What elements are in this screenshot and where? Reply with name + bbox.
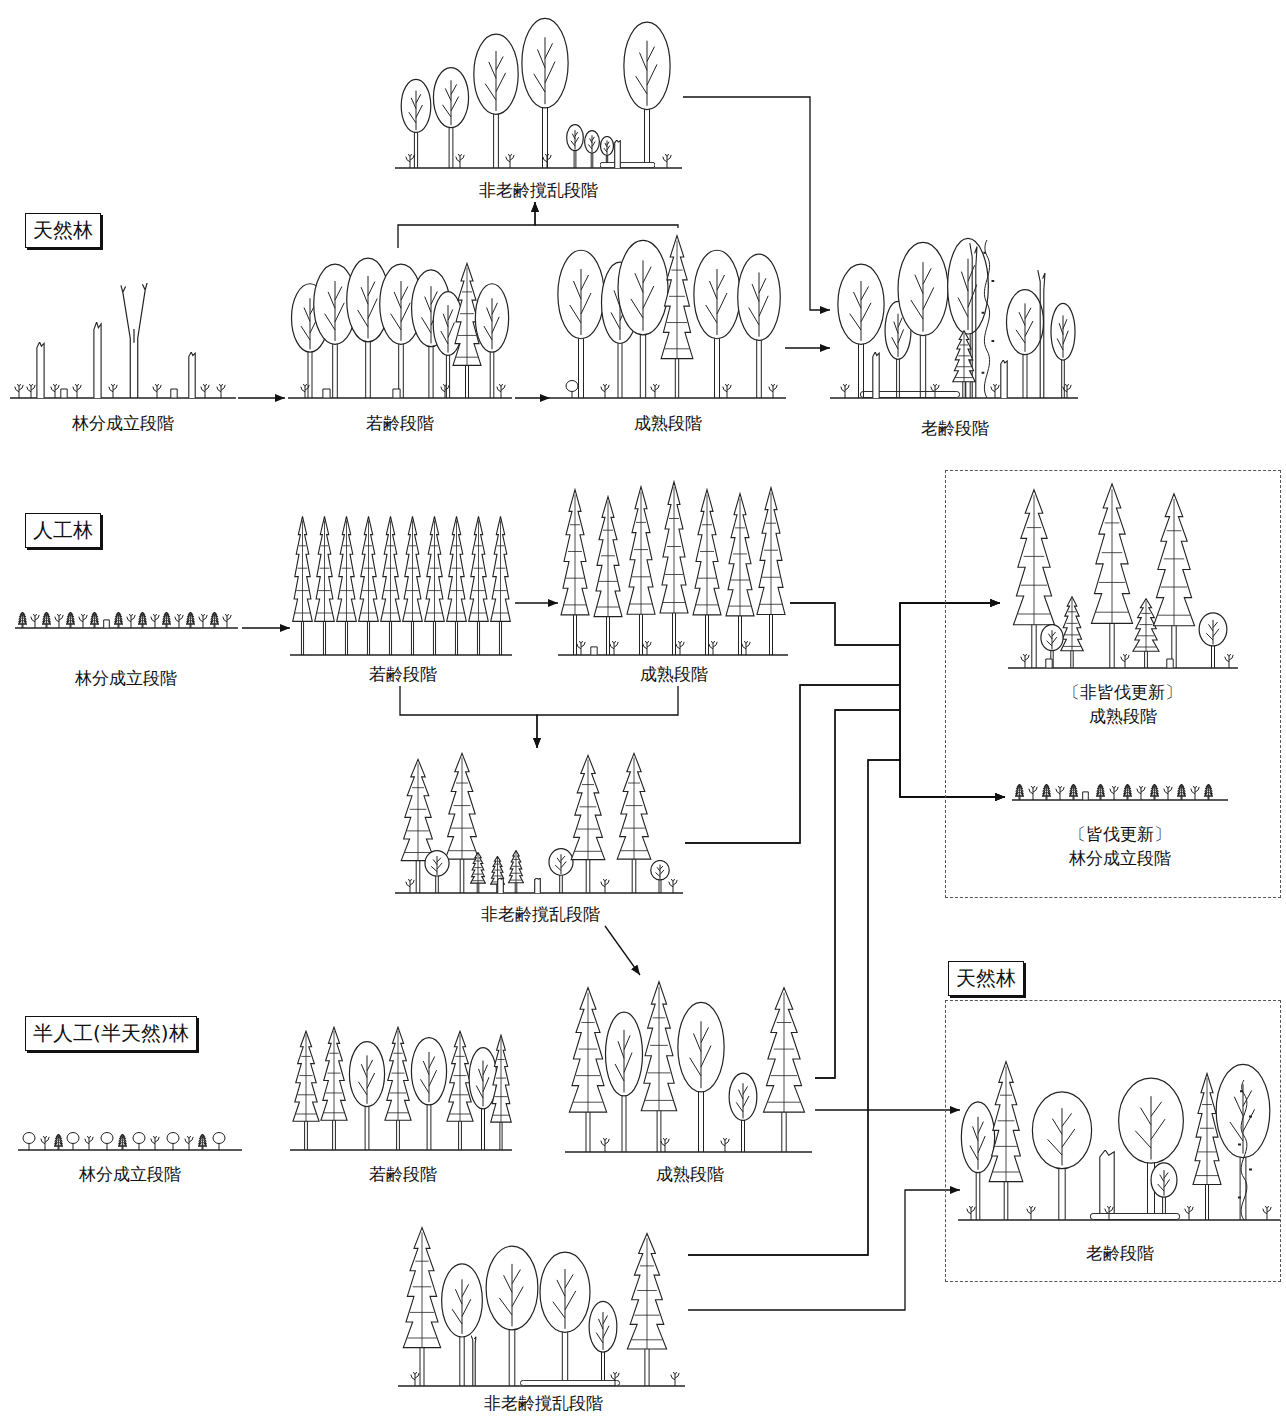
stage-label: 若齢段階 [366, 412, 434, 435]
flow-arrow [515, 602, 558, 603]
stage-label: 成熟段階 [634, 412, 702, 435]
flow-arrow [242, 627, 290, 628]
stage-node: 非老齢撹乱段階 [398, 1220, 688, 1415]
forest-type-tag: 天然林 [25, 213, 101, 248]
flow-arrow [515, 397, 550, 398]
stage-node: 若齢段階 [285, 248, 515, 435]
stage-node: 成熟段階 [565, 975, 815, 1186]
stage-label: 若齢段階 [369, 663, 437, 686]
flow-arrow [537, 686, 678, 748]
flow-arrow [815, 603, 1000, 1078]
stage-label: 非老齢撹乱段階 [479, 179, 598, 202]
forest-type-tag: 人工林 [25, 513, 101, 548]
stage-label: 非老齢撹乱段階 [484, 1392, 603, 1415]
flow-arrow [688, 1190, 960, 1310]
flow-arrow [685, 685, 1005, 843]
forest-type-tag: 半人工(半天然)林 [25, 1016, 197, 1051]
stage-node: 林分成立段階 [10, 612, 242, 690]
group-heading: 天然林 [948, 961, 1024, 996]
dashed-group: 〔非皆伐更新〕成熟段階〔皆伐更新〕林分成立段階 [945, 470, 1281, 898]
flow-arrow [398, 202, 535, 248]
stage-node: 〔皆伐更新〕林分成立段階 [1005, 770, 1235, 870]
flow-arrow [688, 603, 1000, 1255]
stage-label: 〔非皆伐更新〕 [1063, 681, 1182, 704]
flow-arrow [790, 603, 1005, 797]
stage-node: 若齢段階 [290, 508, 515, 686]
flow-arrow [815, 710, 1005, 1078]
stage-node: 成熟段階 [550, 228, 785, 435]
stage-node: 林分成立段階 [15, 1120, 245, 1186]
forest-type-label: 半人工(半天然)林 [33, 1020, 189, 1047]
dashed-group: 天然林老齢段階 [945, 1000, 1281, 1282]
flow-arrow [815, 1109, 960, 1110]
stage-node: 若齢段階 [290, 1020, 515, 1186]
flow-arrow [683, 97, 830, 310]
stage-node: 非老齢撹乱段階 [395, 748, 685, 926]
stage-label: 林分成立段階 [79, 1163, 181, 1186]
stage-label: 成熟段階 [640, 663, 708, 686]
stage-label: 若齢段階 [369, 1163, 437, 1186]
flow-arrow [535, 202, 678, 228]
flow-arrow [790, 603, 1000, 645]
stage-node: 林分成立段階 [8, 265, 238, 435]
flow-arrow [605, 926, 640, 975]
flow-arrow [400, 686, 537, 748]
stage-label: 非老齢撹乱段階 [481, 903, 600, 926]
stage-label: 〔皆伐更新〕 [1069, 823, 1171, 846]
flow-arrow [238, 397, 285, 398]
flow-arrow [688, 760, 1005, 1255]
stage-label: 老齢段階 [1086, 1242, 1154, 1265]
forest-type-label: 天然林 [33, 217, 93, 244]
stage-node: 成熟段階 [558, 478, 790, 686]
stage-node: 老齢段階 [830, 222, 1080, 440]
stage-node: 非老齢撹乱段階 [393, 12, 683, 202]
flow-arrow [685, 603, 1000, 843]
stage-label: 林分成立段階 [72, 412, 174, 435]
stage-node: 〔非皆伐更新〕成熟段階 [1000, 478, 1245, 728]
forest-type-label: 人工林 [33, 517, 93, 544]
stage-node: 老齢段階 [960, 1040, 1280, 1265]
stage-label: 林分成立段階 [1069, 847, 1171, 870]
stage-label: 老齢段階 [921, 417, 989, 440]
stage-label: 林分成立段階 [75, 667, 177, 690]
stage-label: 成熟段階 [1089, 705, 1157, 728]
stage-label: 成熟段階 [656, 1163, 724, 1186]
flow-arrow [785, 347, 830, 348]
